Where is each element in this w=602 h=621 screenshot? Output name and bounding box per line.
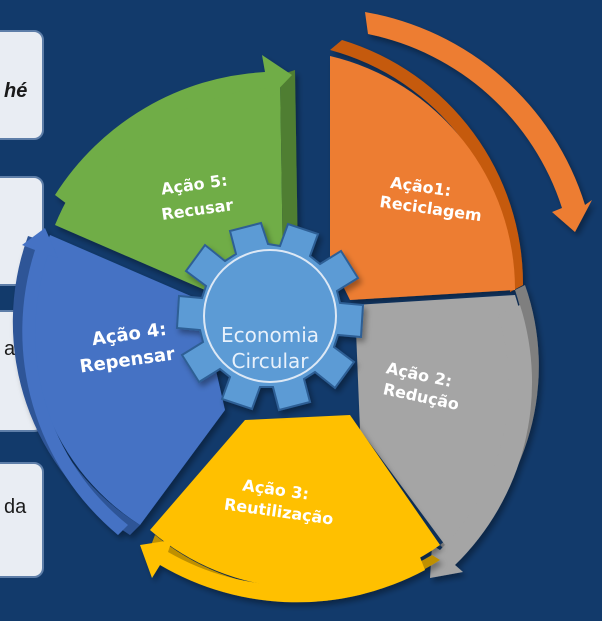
segment-recusar bbox=[55, 55, 298, 291]
gear bbox=[175, 221, 365, 412]
segment-reutilizacao bbox=[140, 415, 440, 603]
segment-reciclagem bbox=[330, 12, 592, 300]
side-card-4-text: da bbox=[4, 496, 27, 518]
segment-repensar bbox=[12, 228, 226, 535]
segment-reducao bbox=[355, 285, 539, 578]
side-card-1: hé bbox=[0, 30, 44, 140]
center-label-line1: Economia bbox=[221, 323, 319, 347]
side-card-4: da bbox=[0, 462, 44, 578]
side-card-1-text: hé bbox=[4, 80, 28, 102]
center-label-line2: Circular bbox=[231, 349, 309, 373]
